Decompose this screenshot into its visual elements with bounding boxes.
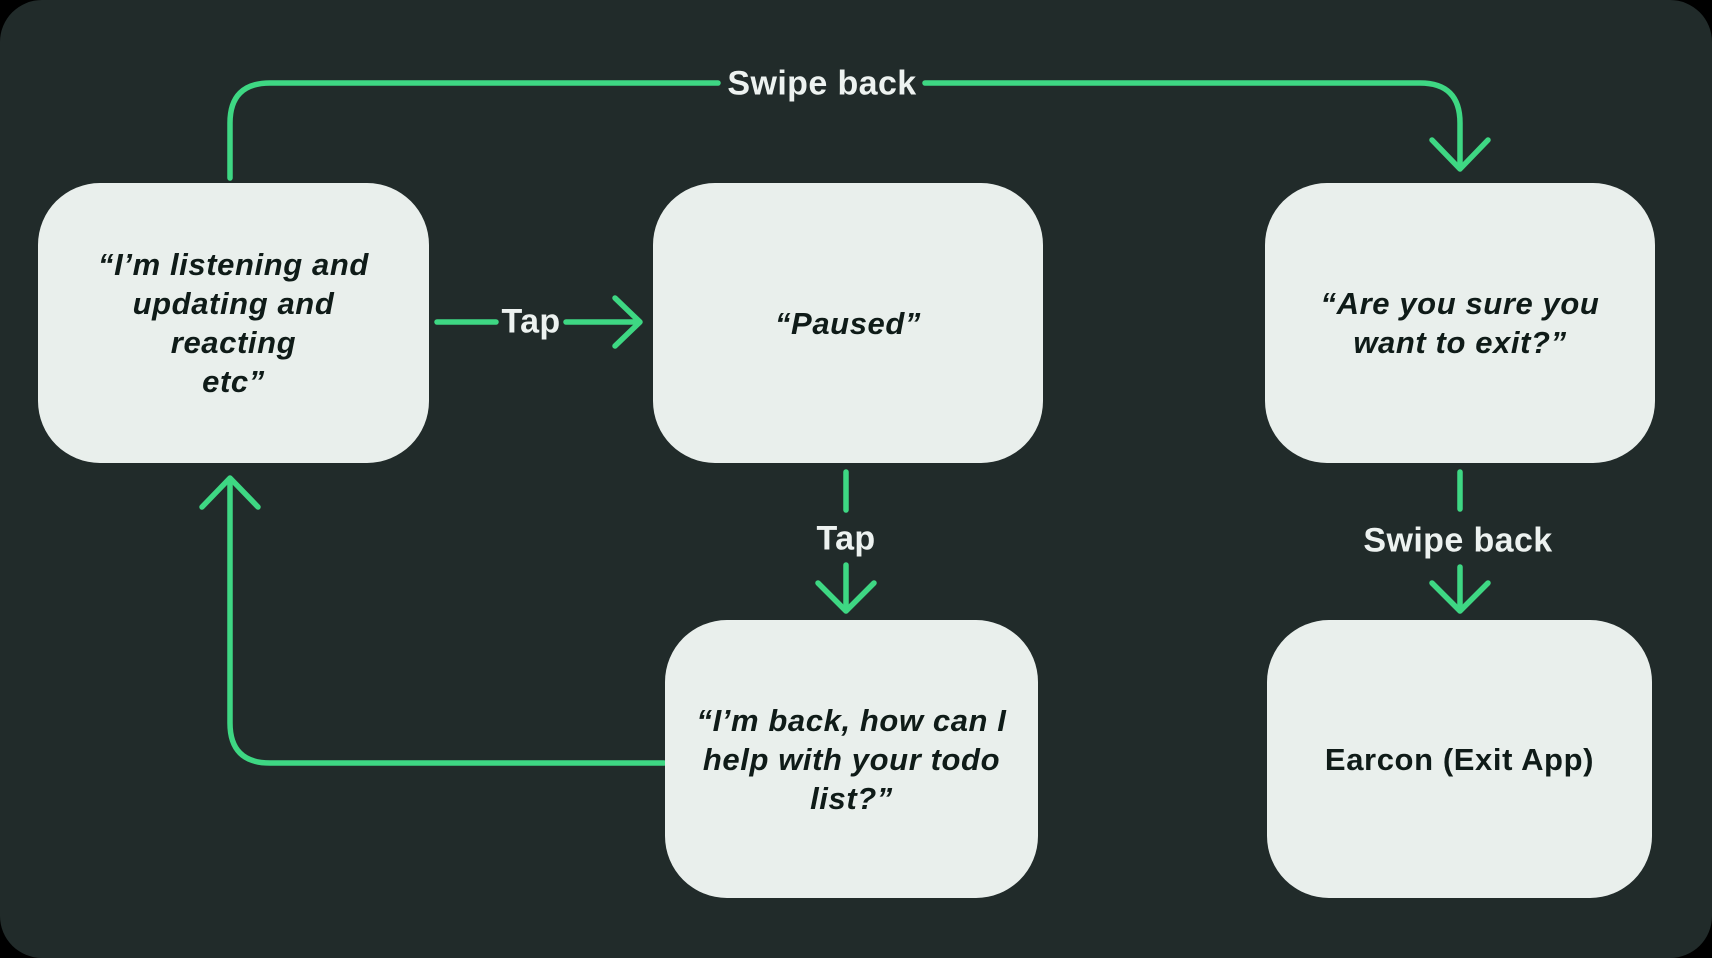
node-earcon-line-1: Earcon (Exit App)	[1324, 741, 1595, 777]
edge-label-swipe-back-vertical: Swipe back	[1363, 521, 1553, 560]
edge-label-tap-vertical: Tap	[816, 519, 876, 558]
node-paused-line-1: “Paused”	[774, 305, 922, 341]
node-confirm-exit-state: “Are you sure you want to exit?”	[1265, 183, 1655, 463]
node-listening-state: “I’m listening and updating and reacting…	[38, 183, 429, 463]
node-confirm-line-2: want to exit?”	[1353, 325, 1567, 360]
node-confirm-line-1: “Are you sure you	[1320, 286, 1600, 321]
edge-label-tap-horizontal: Tap	[501, 302, 561, 341]
node-back-line-3: list?”	[810, 780, 893, 816]
node-back-line-2: help with your todo	[702, 741, 1001, 777]
node-listening-line-3: etc”	[202, 364, 265, 399]
node-listening-line-2: updating and reacting	[132, 286, 335, 360]
node-back-line-1: “I’m back, how can I	[696, 702, 1007, 738]
node-earcon-exit-app: Earcon (Exit App)	[1267, 620, 1652, 898]
node-back-state: “I’m back, how can I help with your todo…	[665, 620, 1038, 898]
node-paused-state: “Paused”	[653, 183, 1043, 463]
edge-label-swipe-back-top: Swipe back	[727, 64, 917, 103]
node-listening-line-1: “I’m listening and	[98, 247, 369, 282]
